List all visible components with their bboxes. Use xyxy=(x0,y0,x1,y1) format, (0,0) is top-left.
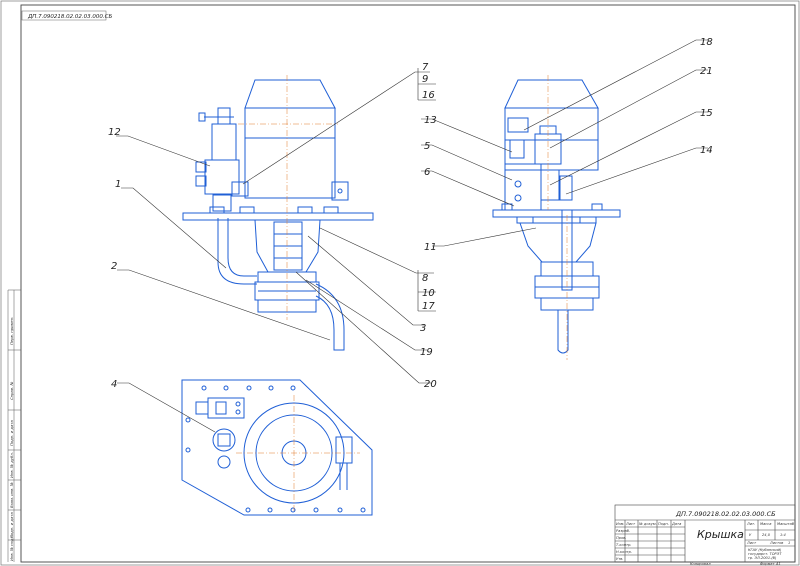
rotated-stamp: ДП.7.090218.02.02.03.000.СБ xyxy=(21,10,112,21)
part-label-7: 7 xyxy=(422,62,429,73)
tb-col-ndoc: № докум. xyxy=(638,522,657,526)
tb-col-data: Дата xyxy=(671,522,681,526)
side-perv-primen: Перв. примен. xyxy=(9,316,14,345)
part-label-9: 9 xyxy=(422,74,428,85)
tb-col-podp: Подп. xyxy=(658,522,669,526)
part-label-20: 20 xyxy=(424,379,437,390)
top-centerlines xyxy=(236,395,360,512)
tb-masshtab: Масштаб xyxy=(777,522,795,526)
part-label-1: 1 xyxy=(115,179,121,190)
tb-lit: Лит. xyxy=(746,522,755,526)
tb-format: Формат xyxy=(760,562,775,566)
tb-doc-code: ДП.7.090218.02.02.03.000.СБ xyxy=(675,510,776,518)
part-label-15: 15 xyxy=(700,108,713,119)
tb-list-label: Лист xyxy=(746,541,757,545)
left-side-strip xyxy=(7,289,21,562)
part-label-18: 18 xyxy=(700,37,713,48)
tb-row-tkontr: Т.контр. xyxy=(616,543,632,547)
tb-row-prov: Пров. xyxy=(616,536,626,540)
front-view xyxy=(182,79,374,351)
side-podp-data-2: Подп. и дата xyxy=(9,511,14,538)
part-label-12: 12 xyxy=(108,127,121,138)
side-discharge-pipe xyxy=(557,310,569,354)
side-centerlines xyxy=(547,75,568,360)
top-bolt-holes xyxy=(185,385,366,513)
top-view xyxy=(181,379,373,516)
tb-masshtab-value: 1:4 xyxy=(780,533,786,537)
control-block-lower xyxy=(204,159,240,195)
stamp-code: ДП.7.090218.02.02.03.000.СБ xyxy=(27,14,112,20)
front-centerlines xyxy=(238,75,338,320)
side-inv-podl: Инв. № подл. xyxy=(9,535,14,561)
part-label-5: 5 xyxy=(424,141,430,152)
tb-col-izm: Изм. xyxy=(616,522,624,526)
motor-top xyxy=(244,79,336,109)
side-motor-top xyxy=(504,79,599,109)
tb-massa-value: 24,0 xyxy=(762,533,771,537)
control-block-upper xyxy=(211,123,237,161)
top-plate xyxy=(181,379,373,516)
part-label-3: 3 xyxy=(420,323,426,334)
side-inv-dubl: Инв. № дубл. xyxy=(9,452,14,478)
tb-title: Крышка xyxy=(697,528,744,541)
side-flange-plate xyxy=(492,209,621,218)
part-label-13: 13 xyxy=(424,115,437,126)
motor-upper-body xyxy=(244,107,336,139)
tb-row-utv: Утв. xyxy=(616,557,624,561)
part-label-8: 8 xyxy=(422,273,428,284)
part-label-10: 10 xyxy=(422,288,435,299)
part-label-4: 4 xyxy=(111,379,117,390)
tb-listov-label: Листов xyxy=(769,541,783,545)
tb-org-line1: КГАУ (Кубанский) xyxy=(748,548,782,552)
side-vzam-inv: Взам. инв. № xyxy=(9,482,14,508)
terminal-box xyxy=(331,181,349,201)
part-label-14: 14 xyxy=(700,145,713,156)
side-sprav-no: Справ. № xyxy=(9,381,14,400)
part-label-19: 19 xyxy=(420,347,433,358)
title-block xyxy=(614,504,796,563)
flange-plate xyxy=(182,212,374,221)
tb-listov-value: 1 xyxy=(788,541,790,545)
top-fitting xyxy=(212,428,236,452)
side-motor-upper xyxy=(504,107,599,141)
tb-lit-value: У xyxy=(749,533,752,537)
part-label-17: 17 xyxy=(422,301,435,312)
tb-row-nkontr: Н.контр. xyxy=(616,550,632,554)
part-label-11: 11 xyxy=(424,242,437,253)
tb-row-razrab: Разраб. xyxy=(616,529,630,533)
tb-org-line3: гр. ЭЛ-2001-(б) xyxy=(748,556,777,560)
part-label-6: 6 xyxy=(424,167,430,178)
side-motor-lower xyxy=(504,139,599,171)
tb-org-line2: государст. ТОРЭТ xyxy=(748,552,782,556)
valve-lower xyxy=(195,175,207,187)
leader-lines xyxy=(116,39,708,433)
tb-kopiroval: Копировал xyxy=(690,562,711,566)
tb-col-list: Лист xyxy=(625,522,636,526)
side-podp-data-1: Подп. и дата xyxy=(9,419,14,446)
side-valve-block xyxy=(504,163,542,211)
motor-lower-body xyxy=(244,137,336,199)
inner-frame xyxy=(20,4,796,563)
part-label-16: 16 xyxy=(422,90,435,101)
tb-massa: Масса xyxy=(760,522,771,526)
part-label-21: 21 xyxy=(700,66,713,77)
tb-format-value: А1 xyxy=(775,562,781,566)
valve-upper xyxy=(195,161,207,173)
part-label-2: 2 xyxy=(111,261,117,272)
outlet-pipe xyxy=(315,283,345,351)
suction-pipe xyxy=(217,218,257,285)
